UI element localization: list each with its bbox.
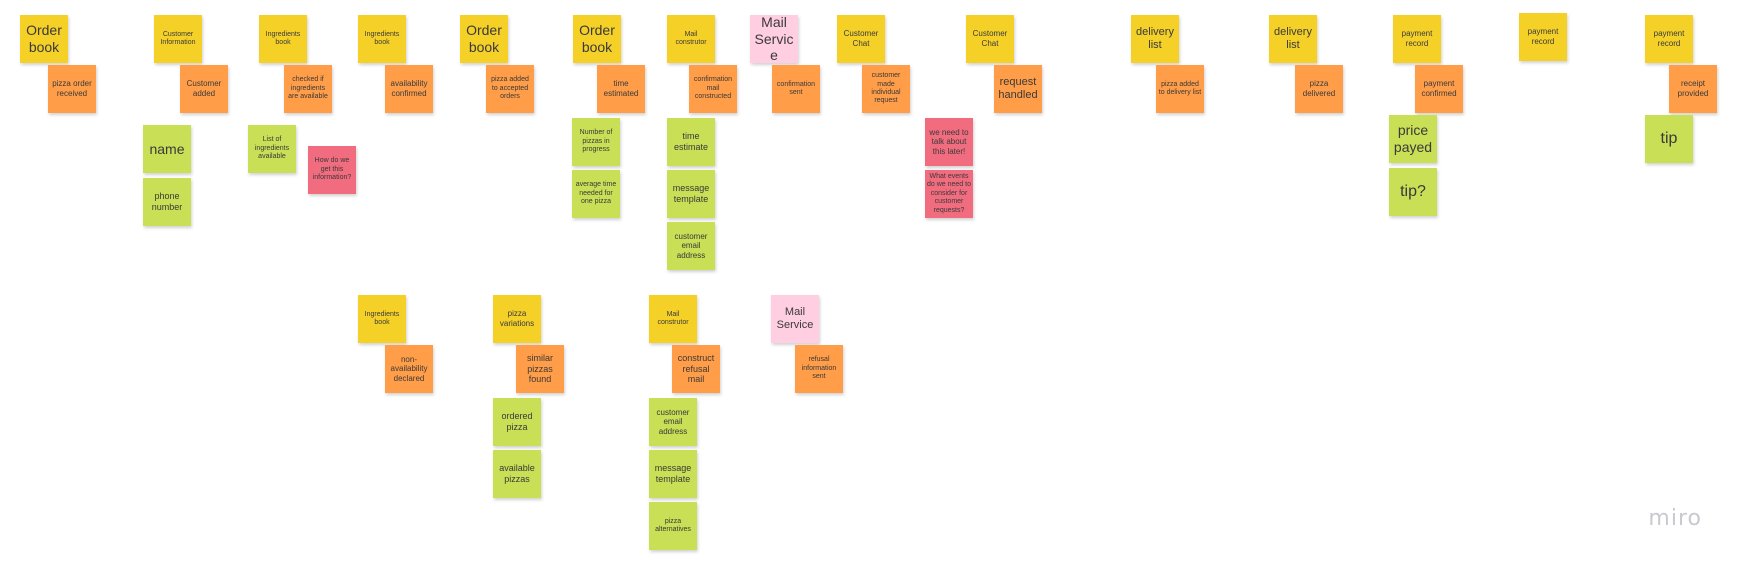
sticky-note-number-of-pizzas-in-progress[interactable]: Number of pizzas in progress [572, 118, 620, 166]
sticky-note-pizza-alternatives[interactable]: pizza alternatives [649, 502, 697, 550]
sticky-note-pizza-delivered[interactable]: pizza delivered [1295, 65, 1343, 113]
sticky-note-checked-if-ingredients-available[interactable]: checked if ingredients are available [284, 65, 332, 113]
sticky-note-message-template[interactable]: message template [649, 450, 697, 498]
sticky-note-order-book[interactable]: Order book [20, 15, 68, 63]
sticky-note-pizza-added-to-accepted-orders[interactable]: pizza added to accepted orders [486, 65, 534, 113]
sticky-note-order-book[interactable]: Order book [460, 15, 508, 63]
sticky-note-time-estimated[interactable]: time estimated [597, 65, 645, 113]
sticky-note-name[interactable]: name [143, 125, 191, 173]
sticky-note-available-pizzas[interactable]: available pizzas [493, 450, 541, 498]
sticky-note-message-template[interactable]: message template [667, 170, 715, 218]
sticky-note-pizza-variations[interactable]: pizza variations [493, 295, 541, 343]
sticky-note-list-of-ingredients[interactable]: List of ingredients available [248, 125, 296, 173]
sticky-note-construct-refusal-mail[interactable]: construct refusal mail [672, 345, 720, 393]
sticky-note-pizza-order-received[interactable]: pizza order received [48, 65, 96, 113]
sticky-note-payment-record[interactable]: payment record [1645, 15, 1693, 63]
sticky-note-refusal-information-sent[interactable]: refusal information sent [795, 345, 843, 393]
sticky-note-confirmation-mail-constructed[interactable]: confirmation mail constructed [689, 65, 737, 113]
sticky-note-time-estimate[interactable]: time estimate [667, 118, 715, 166]
sticky-note-ingredients-book[interactable]: Ingredients book [259, 15, 307, 63]
sticky-note-what-events[interactable]: What events do we need to consider for c… [925, 170, 973, 218]
sticky-note-ingredients-book[interactable]: Ingredients book [358, 295, 406, 343]
sticky-note-non-availability-declared[interactable]: non-availability declared [385, 345, 433, 393]
sticky-note-tip[interactable]: tip [1645, 115, 1693, 163]
sticky-note-talk-later[interactable]: we need to talk about this later! [925, 118, 973, 166]
sticky-note-pizza-added-to-delivery-list[interactable]: pizza added to delivery list [1156, 65, 1204, 113]
miro-logo: miro [1648, 506, 1702, 531]
sticky-note-question-information[interactable]: How do we get this information? [308, 146, 356, 194]
sticky-note-customer-email-address[interactable]: customer email address [649, 398, 697, 446]
sticky-note-order-book[interactable]: Order book [573, 15, 621, 63]
sticky-note-confirmation-sent[interactable]: confirmation sent [772, 65, 820, 113]
sticky-note-receipt-provided[interactable]: receipt provided [1669, 65, 1717, 113]
sticky-note-delivery-list[interactable]: delivery list [1269, 15, 1317, 63]
sticky-note-mail-service[interactable]: Mail Service [771, 295, 819, 343]
sticky-note-mail-construtor[interactable]: Mail construtor [649, 295, 697, 343]
sticky-note-phone-number[interactable]: phone number [143, 178, 191, 226]
sticky-note-ingredients-book[interactable]: Ingredients book [358, 15, 406, 63]
sticky-note-customer-made-individual-request[interactable]: customer made individual request [862, 65, 910, 113]
sticky-note-delivery-list[interactable]: delivery list [1131, 15, 1179, 63]
sticky-note-mail-construtor[interactable]: Mail construtor [667, 15, 715, 63]
sticky-note-price-payed[interactable]: price payed [1389, 115, 1437, 163]
sticky-note-request-handled[interactable]: request handled [994, 65, 1042, 113]
sticky-note-customer-added[interactable]: Customer added [180, 65, 228, 113]
sticky-note-similar-pizzas-found[interactable]: similar pizzas found [516, 345, 564, 393]
sticky-note-payment-record[interactable]: payment record [1519, 13, 1567, 61]
sticky-note-mail-service[interactable]: Mail Service [750, 14, 798, 63]
sticky-note-customer-email-address[interactable]: customer email address [667, 222, 715, 270]
sticky-note-customer-chat[interactable]: Customer Chat [966, 15, 1014, 63]
sticky-note-average-time[interactable]: average time needed for one pizza [572, 170, 620, 218]
sticky-note-customer-chat[interactable]: Customer Chat [837, 15, 885, 63]
sticky-note-tip-question[interactable]: tip? [1389, 168, 1437, 216]
sticky-note-availability-confirmed[interactable]: availability confirmed [385, 65, 433, 113]
sticky-note-payment-confirmed[interactable]: payment confirmed [1415, 65, 1463, 113]
sticky-note-payment-record[interactable]: payment record [1393, 15, 1441, 63]
sticky-note-customer-information[interactable]: Customer Information [154, 15, 202, 63]
sticky-note-ordered-pizza[interactable]: ordered pizza [493, 398, 541, 446]
